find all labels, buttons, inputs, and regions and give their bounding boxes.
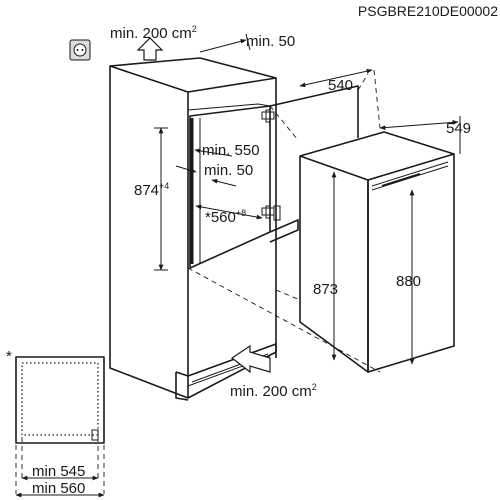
niche-detail [15, 356, 105, 494]
niche-depth-label: min. 550 [202, 142, 260, 159]
niche-height-dimension [154, 127, 168, 271]
appliance [299, 131, 455, 373]
side-gap-label: min. 50 [204, 162, 253, 179]
niche-width-dimension [195, 204, 263, 220]
wall-socket-icon [69, 39, 91, 61]
appliance-door-depth-label: 549 [446, 120, 471, 137]
top-gap-label: min. 50 [246, 33, 295, 50]
niche-height-label: 874+4 [134, 181, 169, 199]
detail-outer-label: min 560 [32, 480, 85, 497]
document-code: PSGBRE210DE00002 [358, 3, 498, 19]
appliance-depth-dimension [299, 68, 381, 129]
cabinet [109, 57, 359, 401]
side-gap-dimension [175, 165, 237, 187]
bottom-vent-label: min. 200 cm2 [230, 382, 317, 400]
niche-depth-dimension [194, 148, 233, 157]
appliance-body-height-label: 873 [313, 281, 338, 298]
detail-inner-label: min 545 [32, 463, 85, 480]
bottom-vent-arrow-icon [230, 344, 271, 374]
detail-marker: * [6, 348, 12, 365]
niche-width-label: *560+8 [205, 208, 246, 226]
top-gap-dimension [199, 33, 251, 53]
appliance-height-label: 880 [396, 273, 421, 290]
top-vent-arrow-icon [136, 37, 164, 61]
appliance-door-depth-dimension [379, 116, 461, 154]
appliance-depth-label: 540 [328, 77, 353, 94]
top-vent-label: min. 200 cm2 [110, 24, 197, 42]
